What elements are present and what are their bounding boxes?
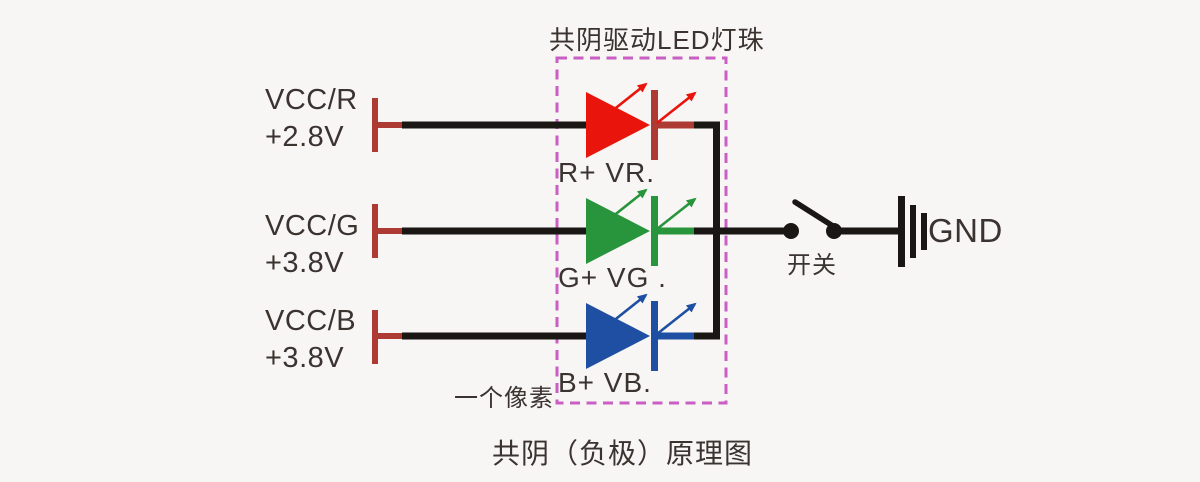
rail-label-blue: VCC/B <box>265 305 357 337</box>
led-green-cathode-bar <box>651 196 658 266</box>
wire-blue-anode <box>402 332 586 340</box>
switch-contact-left <box>783 223 799 239</box>
power-input-red: VCC/R +2.8V <box>265 82 358 156</box>
red-light-arrow-1 <box>611 82 648 113</box>
red-light-arrow-2 <box>656 91 697 125</box>
common-cathode-bus <box>713 121 720 340</box>
blue-light-arrow-2 <box>656 302 697 336</box>
led-blue-cathode-stub <box>658 332 696 340</box>
ground-bar-medium <box>910 205 916 258</box>
green-channel <box>372 188 791 266</box>
power-input-green: VCC/G +3.8V <box>265 208 359 282</box>
switch-symbol <box>783 199 900 239</box>
wire-switch-to-ground <box>834 227 900 235</box>
led-red-cathode-bar <box>651 90 658 160</box>
vcc-g-terminal-arm <box>378 228 404 234</box>
green-light-arrow-1 <box>611 188 648 219</box>
red-channel <box>372 82 720 160</box>
led-blue-triangle <box>586 303 650 369</box>
voltage-label-red: +2.8V <box>265 121 345 153</box>
ground-label: GND <box>928 212 1003 249</box>
pixel-group-label: 一个像素 <box>454 385 554 412</box>
wire-red-elbow <box>694 121 720 129</box>
led-green-triangle <box>586 198 650 264</box>
led-red-cathode-stub <box>658 121 696 129</box>
switch-lever <box>792 199 839 231</box>
ground-symbol <box>898 196 927 267</box>
blue-channel <box>372 293 720 371</box>
vcc-b-terminal-arm <box>378 333 404 339</box>
wire-green-anode <box>402 227 586 235</box>
led-red-label: R+ VR. <box>558 157 656 188</box>
diagram-title: 共阴驱动LED灯珠 <box>549 25 765 55</box>
power-input-blue: VCC/B +3.8V <box>265 303 356 377</box>
vcc-g-terminal <box>372 204 378 258</box>
ground-bar-long <box>898 196 905 267</box>
wire-common-to-switch <box>694 227 791 235</box>
led-blue-label: B+ VB. <box>558 367 652 398</box>
wire-red-anode <box>402 121 586 129</box>
rail-label-red: VCC/R <box>265 84 358 116</box>
rail-label-green: VCC/G <box>265 210 360 242</box>
voltage-label-green: +3.8V <box>265 247 345 279</box>
led-blue-cathode-bar <box>651 301 658 371</box>
blue-light-arrow-1 <box>611 293 648 324</box>
led-red-triangle <box>586 92 650 158</box>
wire-blue-elbow <box>694 332 720 340</box>
led-green-cathode-stub <box>658 227 696 235</box>
vcc-r-terminal <box>372 98 378 152</box>
voltage-label-blue: +3.8V <box>265 342 345 374</box>
vcc-r-terminal-arm <box>378 122 404 128</box>
switch-label: 开关 <box>787 252 837 279</box>
green-light-arrow-2 <box>656 197 697 231</box>
ground-bar-short <box>921 213 927 250</box>
pixel-group-box <box>555 56 728 405</box>
diagram-caption: 共阴（负极）原理图 <box>492 438 754 469</box>
led-green-label: G+ VG . <box>558 262 667 293</box>
vcc-b-terminal <box>372 310 378 364</box>
